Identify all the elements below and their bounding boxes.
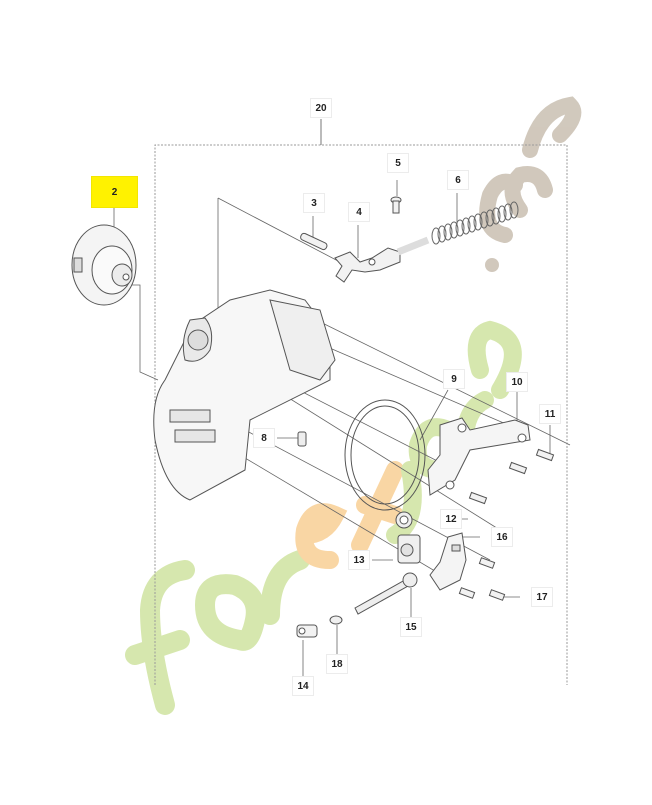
part-16-tensioner-bracket (429, 532, 467, 591)
callout-12: 12 (440, 509, 462, 529)
callout-2-highlighted[interactable]: 2 (91, 176, 138, 208)
part-10-bracket (427, 417, 531, 496)
watermark (125, 96, 582, 715)
part-20-clutch-cover-housing (153, 289, 336, 501)
part-13-gear-housing (397, 534, 421, 564)
part-15-tensioner-screw (354, 572, 418, 615)
callout-8: 8 (253, 428, 275, 448)
part-2-clutch-drum (71, 224, 137, 306)
part-14-adjuster-nut (296, 624, 318, 638)
callout-17: 17 (531, 587, 553, 607)
callout-15: 15 (400, 617, 422, 637)
part-11-screws (468, 448, 555, 505)
part-3-pin (300, 232, 328, 251)
part-6-spring (396, 201, 519, 256)
callout-11: 11 (539, 404, 561, 424)
callout-6: 6 (447, 170, 469, 190)
callout-3: 3 (303, 193, 325, 213)
callout-5: 5 (387, 153, 409, 173)
part-12-gear (395, 511, 413, 529)
callout-20: 20 (310, 98, 332, 118)
part-5-screw (390, 196, 402, 214)
part-17-screws (458, 557, 506, 601)
callout-9: 9 (443, 369, 465, 389)
callout-10: 10 (506, 372, 528, 392)
part-8-pin (297, 431, 307, 447)
callout-13: 13 (348, 550, 370, 570)
callout-14: 14 (292, 676, 314, 696)
part-18-washer (329, 615, 343, 625)
callout-18: 18 (326, 654, 348, 674)
part-9-brake-band (344, 399, 426, 511)
callout-4: 4 (348, 202, 370, 222)
callout-16: 16 (491, 527, 513, 547)
part-4-lever (334, 247, 401, 283)
